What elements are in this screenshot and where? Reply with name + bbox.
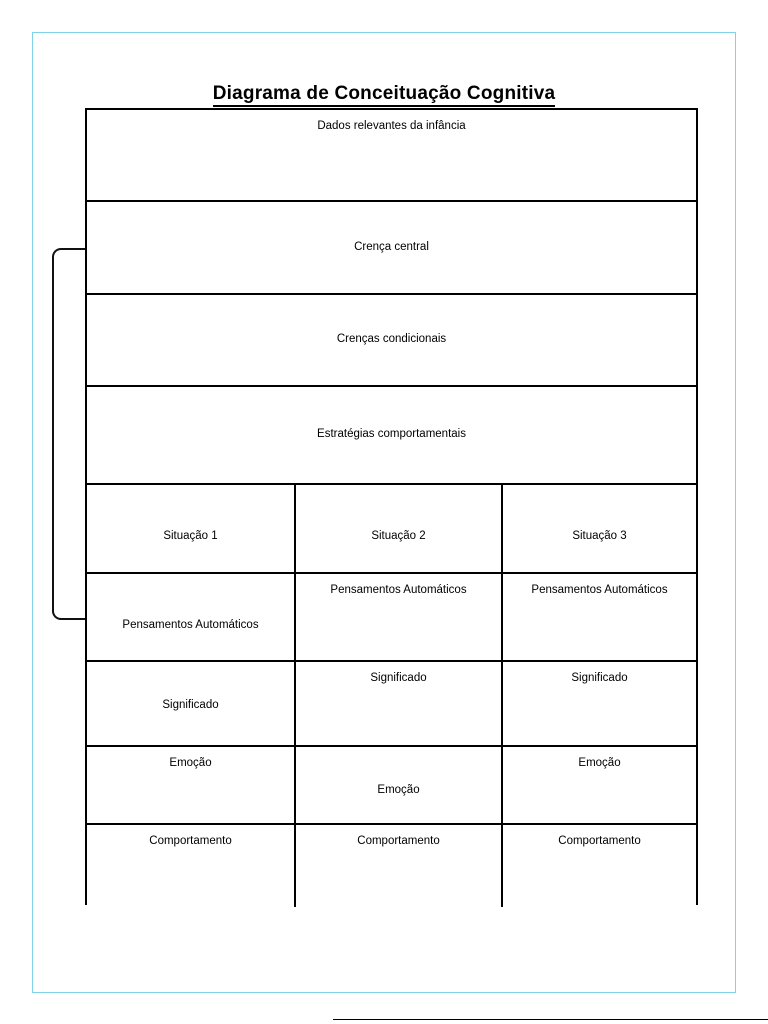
cell-label-childhood-data: Dados relevantes da infância: [317, 120, 466, 132]
cell-situation-1[interactable]: Situação 1: [87, 485, 296, 572]
cell-label-meaning-3: Significado: [571, 672, 628, 684]
table-row-behavior: Comportamento Comportamento Comportament…: [87, 825, 696, 907]
cell-label-behavior-2: Comportamento: [357, 835, 440, 847]
cell-automatic-thoughts-1[interactable]: Pensamentos Automáticos: [87, 574, 296, 660]
cell-label-automatic-thoughts-1: Pensamentos Automáticos: [122, 619, 259, 631]
cell-behavior-1[interactable]: Comportamento: [87, 825, 296, 907]
cell-conditional-beliefs[interactable]: Crenças condicionais: [87, 295, 696, 385]
cell-label-behavior-3: Comportamento: [558, 835, 641, 847]
cell-situation-2[interactable]: Situação 2: [296, 485, 503, 572]
cell-behavior-2[interactable]: Comportamento: [296, 825, 503, 907]
cell-meaning-2[interactable]: Significado: [296, 662, 503, 745]
cell-label-meaning-1: Significado: [162, 699, 219, 711]
table-row-childhood-data: Dados relevantes da infância: [87, 110, 696, 202]
cell-situation-3[interactable]: Situação 3: [503, 485, 696, 572]
table-row-automatic-thoughts: Pensamentos Automáticos Pensamentos Auto…: [87, 574, 696, 662]
cell-meaning-3[interactable]: Significado: [503, 662, 696, 745]
cell-label-situation-1: Situação 1: [163, 530, 218, 542]
cell-label-automatic-thoughts-3: Pensamentos Automáticos: [531, 584, 668, 596]
cell-label-emotion-2: Emoção: [377, 784, 420, 796]
cell-label-automatic-thoughts-2: Pensamentos Automáticos: [330, 584, 467, 596]
table-row-conditional-beliefs: Crenças condicionais: [87, 295, 696, 387]
cell-emotion-3[interactable]: Emoção: [503, 747, 696, 823]
page-title: Diagrama de Conceituação Cognitiva: [0, 83, 768, 107]
cell-automatic-thoughts-3[interactable]: Pensamentos Automáticos: [503, 574, 696, 660]
cell-label-behavioral-strategies: Estratégias comportamentais: [317, 428, 466, 441]
cell-label-conditional-beliefs: Crenças condicionais: [336, 333, 447, 346]
cell-emotion-1[interactable]: Emoção: [87, 747, 296, 823]
cell-behavior-3[interactable]: Comportamento: [503, 825, 696, 907]
cell-core-belief[interactable]: Crença central: [87, 202, 696, 293]
table-row-core-belief: Crença central: [87, 202, 696, 295]
cell-label-behavior-1: Comportamento: [149, 835, 232, 847]
cell-automatic-thoughts-2[interactable]: Pensamentos Automáticos: [296, 574, 503, 660]
cell-childhood-data[interactable]: Dados relevantes da infância: [87, 110, 696, 200]
cell-label-meaning-2: Significado: [370, 672, 427, 684]
cognitive-conceptualization-table: Dados relevantes da infância Crença cent…: [85, 108, 698, 907]
table-row-emotion: Emoção Emoção Emoção: [87, 747, 696, 825]
table-row-behavioral-strategies: Estratégias comportamentais: [87, 387, 696, 485]
cell-label-situation-3: Situação 3: [572, 530, 627, 542]
cell-label-core-belief: Crença central: [354, 240, 429, 253]
cell-label-situation-2: Situação 2: [371, 530, 426, 542]
cell-label-emotion-3: Emoção: [578, 757, 621, 769]
cell-meaning-1[interactable]: Significado: [87, 662, 296, 745]
page-title-text: Diagrama de Conceituação Cognitiva: [212, 83, 556, 107]
cell-emotion-2[interactable]: Emoção: [296, 747, 503, 823]
cell-behavioral-strategies[interactable]: Estratégias comportamentais: [87, 387, 696, 483]
table-row-meaning: Significado Significado Significado: [87, 662, 696, 747]
bottom-divider-rule: [333, 1019, 768, 1020]
table-row-situations: Situação 1 Situação 2 Situação 3: [87, 485, 696, 574]
cell-label-emotion-1: Emoção: [169, 757, 212, 769]
left-bracket-connector: [52, 248, 88, 620]
